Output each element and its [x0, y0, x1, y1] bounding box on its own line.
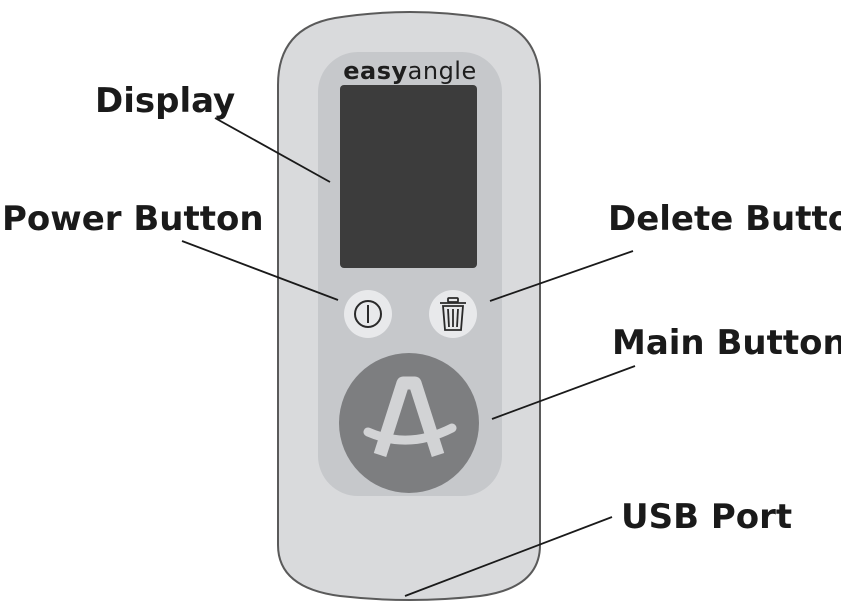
power-icon	[354, 300, 382, 328]
main-leader-line	[491, 365, 636, 420]
brand-light-part: angle	[407, 57, 477, 85]
display-screen	[340, 85, 477, 268]
delete-button[interactable]	[429, 290, 477, 338]
display-label: Display	[95, 81, 236, 121]
main-button-label: Main Button	[612, 323, 841, 363]
brand-bold-part: easy	[343, 57, 408, 85]
power-leader-line	[181, 240, 339, 301]
delete-leader-line	[489, 250, 634, 302]
usb-leader-line	[404, 516, 613, 597]
power-button-label: Power Button	[2, 199, 264, 239]
display-leader-line	[214, 117, 331, 183]
delete-button-label: Delete Button	[608, 199, 841, 239]
easyangle-a-logo-icon	[363, 376, 457, 457]
brand-logo: easyangle	[318, 57, 502, 85]
usb-port-label: USB Port	[621, 497, 793, 537]
main-button[interactable]	[339, 353, 479, 493]
power-button[interactable]	[344, 290, 392, 338]
trash-icon	[440, 297, 466, 331]
